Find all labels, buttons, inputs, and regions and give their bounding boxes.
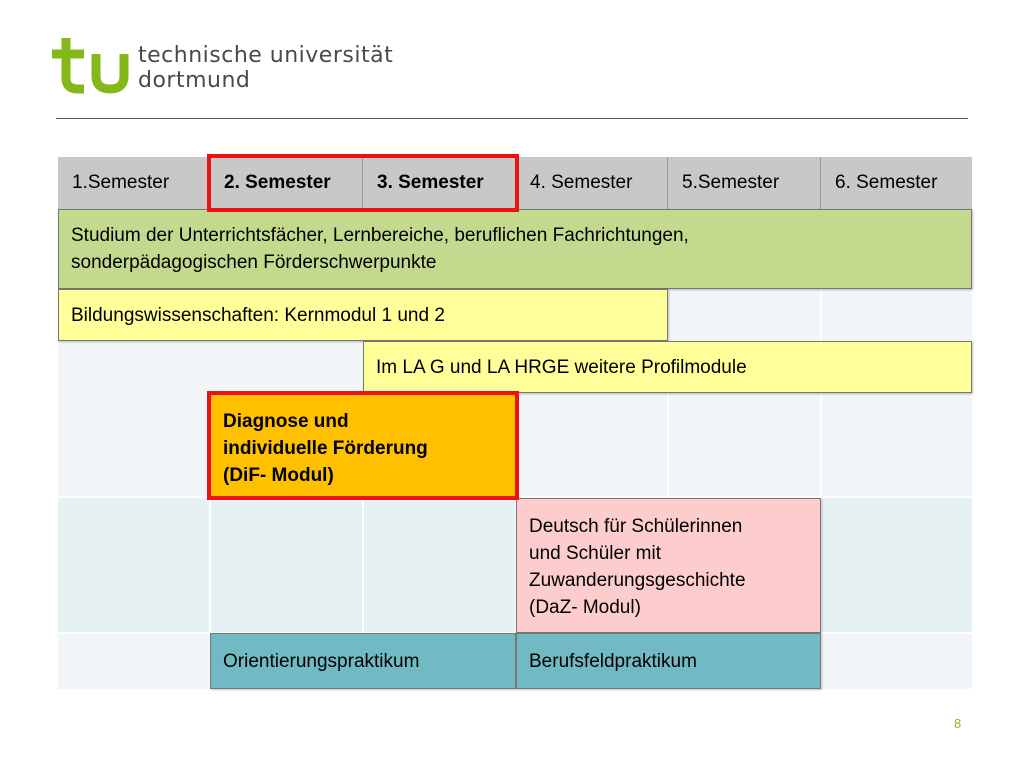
grid-separator bbox=[667, 289, 669, 689]
grid-separator bbox=[820, 289, 822, 689]
dif-modul-box: Diagnose und individuelle Förderung (DiF… bbox=[210, 393, 516, 497]
profilmodule-box: Im LA G und LA HRGE weitere Profilmodule bbox=[363, 341, 972, 393]
university-line1: technische universität bbox=[138, 43, 394, 68]
studium-line2: sonderpädagogischen Förderschwerpunkte bbox=[71, 252, 437, 273]
dif-highlight-frame bbox=[207, 391, 519, 500]
studium-line1: Studium der Unterrichtsfächer, Lernberei… bbox=[71, 225, 689, 246]
bildungswissenschaften-box: Bildungswissenschaften: Kernmodul 1 und … bbox=[58, 289, 668, 341]
semester-header-4: 4. Semester bbox=[516, 157, 668, 209]
daz-line1: Deutsch für Schülerinnen bbox=[529, 516, 743, 537]
daz-line2: und Schüler mit bbox=[529, 543, 662, 564]
daz-line3: Zuwanderungsgeschichte bbox=[529, 570, 746, 591]
grid-separator bbox=[362, 393, 364, 689]
semester-header-3: 3. Semester bbox=[363, 157, 516, 209]
grid-separator bbox=[209, 393, 211, 689]
university-name: technische universität dortmund bbox=[138, 43, 393, 93]
daz-modul-box: Deutsch für Schülerinnen und Schüler mit… bbox=[516, 498, 821, 633]
daz-line4: (DaZ- Modul) bbox=[529, 597, 641, 618]
semester-header-6: 6. Semester bbox=[821, 157, 972, 209]
university-line2: dortmund bbox=[138, 68, 251, 93]
page-number: 8 bbox=[954, 716, 962, 731]
orientierungspraktikum-box: Orientierungspraktikum bbox=[210, 633, 516, 689]
dif-line3: (DiF- Modul) bbox=[223, 465, 334, 486]
dif-line1: Diagnose und bbox=[223, 411, 349, 432]
semester-header-5: 5.Semester bbox=[668, 157, 821, 209]
dif-line2: individuelle Förderung bbox=[223, 438, 428, 459]
semester-header-1: 1.Semester bbox=[58, 157, 210, 209]
berufsfeldpraktikum-box: Berufsfeldpraktikum bbox=[516, 633, 821, 689]
header-divider bbox=[56, 118, 968, 119]
semester-header-2: 2. Semester bbox=[210, 157, 363, 209]
tu-logo-icon bbox=[52, 38, 129, 94]
semester-2-3-highlight-frame bbox=[207, 154, 519, 212]
studium-box: Studium der Unterrichtsfächer, Lernberei… bbox=[58, 209, 972, 289]
